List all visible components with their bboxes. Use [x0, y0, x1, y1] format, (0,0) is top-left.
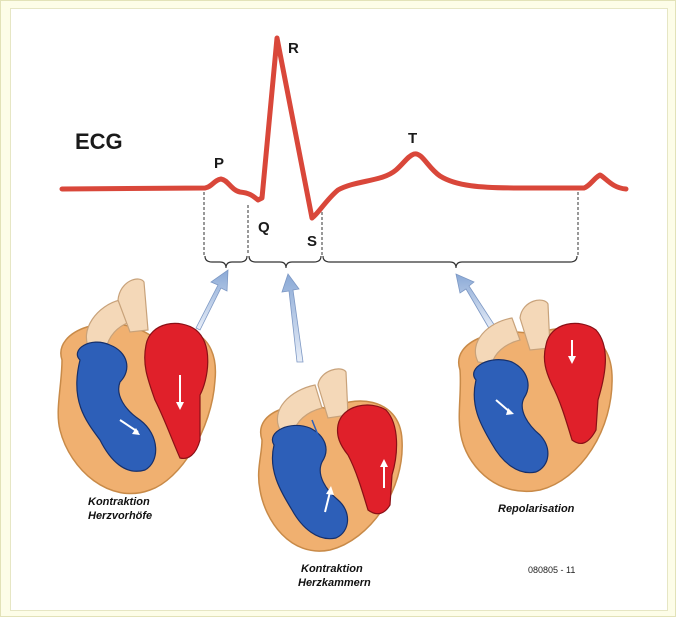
heart-atrial-contraction [58, 279, 215, 494]
brace-qrs [249, 256, 321, 268]
caption-ventricles-line1: Kontraktion [301, 563, 363, 575]
wave-label-s: S [307, 233, 317, 250]
heart-repolarisation [459, 300, 612, 491]
wave-label-r: R [288, 40, 299, 57]
interval-braces [205, 256, 577, 268]
figure-code: 080805 - 11 [528, 565, 575, 575]
wave-label-t: T [408, 130, 417, 147]
wave-label-p: P [214, 155, 224, 172]
brace-p [205, 256, 247, 268]
caption-atria-line2: Herzvorhöfe [88, 510, 152, 522]
caption-repolarisation: Repolarisation [498, 503, 575, 515]
ecg-title: ECG [75, 129, 123, 154]
arrow-atria [196, 270, 228, 330]
ecg-trace [62, 38, 626, 218]
caption-atria-line1: Kontraktion [88, 496, 150, 508]
wave-label-q: Q [258, 219, 270, 236]
caption-ventricles-line2: Herzkammern [298, 577, 371, 589]
heart-ventricular-contraction [259, 369, 403, 551]
arrow-ventricles [282, 274, 303, 362]
brace-st [323, 256, 577, 268]
arrow-repolarisation [456, 274, 495, 330]
